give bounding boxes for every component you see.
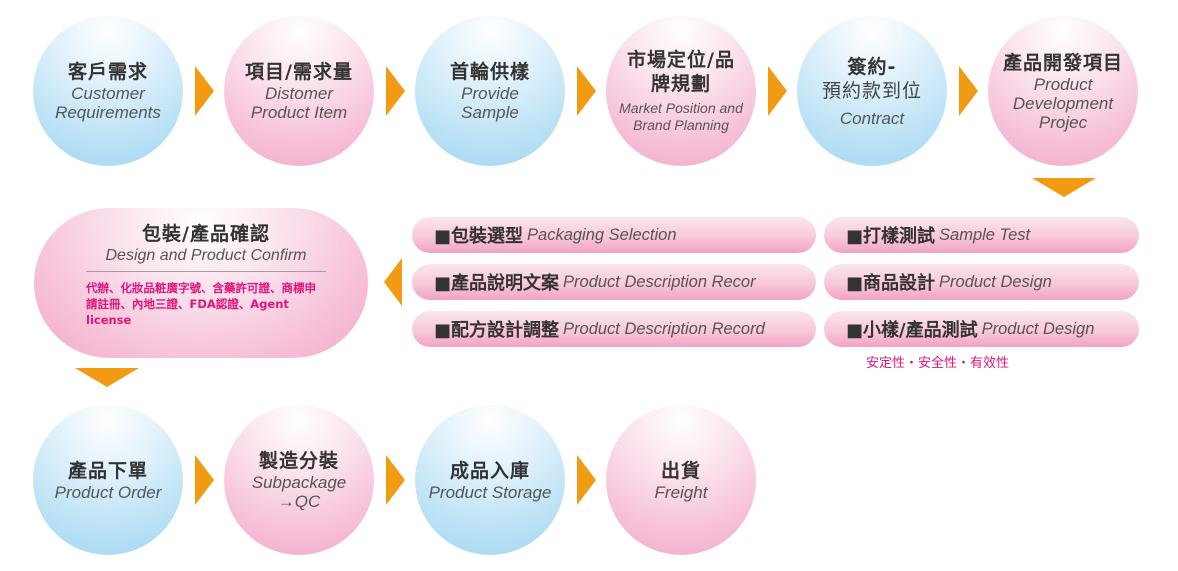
- pill-label: ■配方設計調整: [434, 320, 560, 341]
- step-zh-label: 簽約-: [847, 55, 897, 78]
- confirm-note: 代辦、化妝品粧廣字號、含藥許可證、商標申請註冊、內地三證、FDA認證、Agent…: [86, 281, 316, 327]
- step-zh-label: 製造分裝: [258, 450, 339, 472]
- pill-sample-test: ■打樣測試 Sample Test: [824, 217, 1139, 253]
- pill-product-description: ■產品說明文案 Product Description Recor: [412, 264, 816, 300]
- step-provide-sample: 首輪供樣 Provide Sample: [415, 16, 565, 166]
- pill-packaging-selection: ■包裝選型 Packaging Selection: [412, 217, 816, 253]
- pill-en-label: Sample Test: [939, 225, 1031, 244]
- confirm-title: 包裝/產品確認: [142, 223, 270, 245]
- step-en-label: Freight: [654, 482, 708, 502]
- pill-en-label: Packaging Selection: [527, 225, 677, 244]
- step-zh-label: 項目/需求量: [245, 61, 353, 83]
- step-design-product-confirm: 包裝/產品確認 Design and Product Confirm 代辦、化妝…: [34, 208, 368, 358]
- pill-label: ■商品設計: [846, 273, 936, 294]
- step-zh-label: 產品開發項目: [1002, 51, 1123, 74]
- step-product-order: 產品下單 Product Order: [33, 405, 183, 555]
- pill-en-label: Product Description Recor: [563, 272, 756, 291]
- arrow-right-icon: [577, 455, 596, 505]
- step-product-item: 項目/需求量 Distomer Product Item: [224, 16, 374, 166]
- arrow-right-icon: [195, 455, 214, 505]
- step-en-label: Distomer Product Item: [250, 84, 348, 122]
- pill-label: ■小樣/產品測試: [846, 320, 978, 341]
- step-product-development: 產品開發項目 Product Development Projec: [988, 16, 1138, 166]
- step-market-position: 市場定位/品牌規劃 Market Position and Brand Plan…: [606, 16, 756, 166]
- pill-formula-adjustment: ■配方設計調整 Product Description Record: [412, 311, 816, 347]
- step-freight: 出貨 Freight: [606, 405, 756, 555]
- step-en-label: Product Storage: [428, 482, 552, 502]
- step-zh-sublabel: 預約款到位: [821, 79, 922, 102]
- pill-en-label: Product Design: [981, 319, 1095, 338]
- step-subpackage-qc: 製造分裝 Subpackage →QC: [224, 405, 374, 555]
- step-en-label: Contract: [839, 108, 905, 128]
- step-zh-label: 首輪供樣: [449, 61, 530, 83]
- step-zh-label: 出貨: [660, 459, 701, 482]
- confirm-subtitle: Design and Product Confirm: [86, 246, 326, 272]
- step-en-label: Subpackage →QC: [251, 473, 347, 511]
- pill-label: ■產品說明文案: [434, 273, 560, 294]
- arrow-right-icon: [386, 66, 405, 116]
- step-zh-label: 成品入庫: [449, 459, 530, 482]
- pill-product-design: ■商品設計 Product Design: [824, 264, 1139, 300]
- step-zh-label: 客戶需求: [67, 61, 148, 83]
- pill-en-label: Product Description Record: [563, 319, 765, 338]
- pill-label: ■打樣測試: [846, 226, 936, 247]
- step-en-label: Customer Requirements: [55, 84, 161, 122]
- step-en-label: Product Development Projec: [1012, 74, 1114, 132]
- step-customer-requirements: 客戶需求 Customer Requirements: [33, 16, 183, 166]
- step-en-label: Provide Sample: [461, 84, 519, 122]
- arrow-down-icon: [75, 368, 139, 387]
- arrow-left-icon: [384, 258, 402, 306]
- step-contract: 簽約- 預約款到位 Contract: [797, 16, 947, 166]
- step-zh-label: 市場定位/品牌規劃: [627, 49, 735, 95]
- arrow-right-icon: [768, 66, 787, 116]
- arrow-right-icon: [577, 66, 596, 116]
- step-product-storage: 成品入庫 Product Storage: [415, 405, 565, 555]
- arrow-right-icon: [959, 66, 978, 116]
- pill-en-label: Product Design: [939, 272, 1052, 291]
- step-en-label: Market Position and Brand Planning: [619, 100, 743, 133]
- step-en-label: Product Order: [54, 482, 162, 502]
- arrow-right-icon: [386, 455, 405, 505]
- pill-label: ■包裝選型: [434, 226, 524, 247]
- pill-small-sample-test: ■小樣/產品測試 Product Design: [824, 311, 1139, 347]
- step-zh-label: 產品下單: [67, 459, 148, 482]
- arrow-right-icon: [195, 66, 214, 116]
- safety-note: 安定性・安全性・有效性: [866, 356, 1010, 371]
- arrow-down-icon: [1032, 178, 1096, 197]
